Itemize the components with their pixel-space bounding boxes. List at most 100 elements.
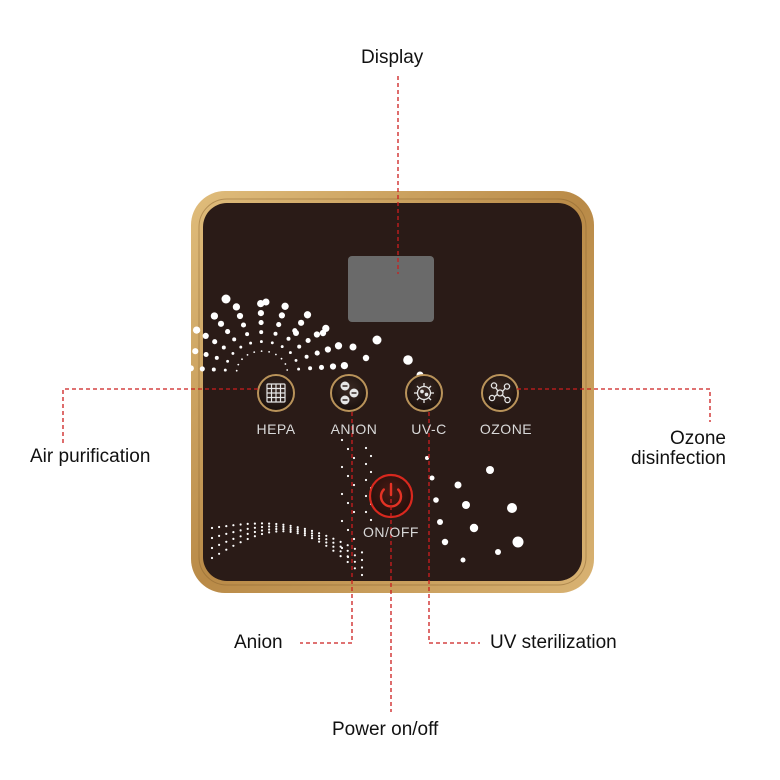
decor-dot (364, 494, 368, 498)
decor-dot (259, 340, 263, 344)
decor-dot (324, 346, 331, 353)
decor-dot (282, 523, 285, 526)
uv-c-button[interactable] (405, 374, 443, 412)
decor-dot (260, 532, 264, 536)
decor-dot (258, 320, 264, 326)
decor-dot (469, 523, 479, 533)
decor-dot (232, 531, 235, 534)
decor-dot (218, 534, 221, 538)
decor-dot (319, 329, 327, 337)
decor-dot (352, 537, 356, 541)
decor-dot (340, 519, 344, 523)
decor-dot (275, 353, 277, 356)
decor-dot (353, 554, 356, 557)
decor-dot (225, 540, 228, 543)
decor-dot (260, 529, 264, 532)
hepa-button[interactable] (257, 374, 295, 412)
callout-air-purification: Air purification (30, 446, 151, 467)
decor-dot (346, 549, 349, 552)
decor-dot (225, 548, 228, 551)
decor-dot (286, 369, 289, 371)
ozone-label: OZONE (479, 421, 533, 437)
decor-dot (353, 547, 356, 550)
ozone-button[interactable] (481, 374, 519, 412)
decor-dot (246, 537, 249, 541)
decor-dot (454, 481, 462, 489)
decor-dot (275, 527, 278, 531)
decor-dot (314, 350, 320, 356)
decor-dot (232, 537, 235, 541)
power-label: ON/OFF (363, 524, 419, 540)
decor-dot (268, 351, 270, 353)
decor-dot (429, 475, 435, 481)
decor-dot (353, 560, 356, 563)
decor-dot (282, 528, 285, 531)
decor-dot (304, 354, 309, 359)
decor-dot (364, 510, 368, 514)
decor-dot (221, 345, 226, 350)
decor-dot (260, 350, 263, 352)
decor-dot (360, 551, 364, 554)
decor-dot (232, 544, 235, 547)
decor-dot (441, 538, 449, 546)
decor-dot (340, 492, 344, 496)
decor-dot (289, 528, 292, 532)
decor-dot (332, 549, 335, 552)
decor-dot (202, 332, 209, 339)
decor-dot (245, 332, 250, 337)
decor-dot (232, 524, 235, 527)
decor-dot (260, 522, 264, 525)
decor-dot (268, 531, 271, 534)
callout-display: Display (361, 47, 424, 68)
decor-dot (239, 535, 242, 538)
decor-dot (360, 566, 364, 569)
decor-dot (425, 456, 429, 460)
decor-dot (403, 355, 413, 365)
decor-dot (289, 530, 292, 534)
decor-dot (199, 366, 205, 372)
decor-dot (221, 294, 231, 304)
decor-dot (249, 341, 253, 345)
decor-dot (280, 345, 284, 349)
decor-dot (253, 526, 256, 529)
decor-dot (225, 329, 231, 335)
decor-dot (310, 537, 314, 540)
decor-dot (437, 519, 443, 525)
decor-dot (329, 363, 337, 370)
decor-dot (332, 537, 335, 540)
decor-dot (257, 310, 264, 317)
decor-dot (346, 555, 350, 559)
decor-dot (187, 365, 194, 372)
decor-dot (240, 322, 247, 328)
decor-dot (303, 311, 312, 319)
decor-dot (360, 573, 364, 577)
decor-dot (260, 525, 264, 529)
virus-icon (414, 383, 434, 403)
decor-dot (236, 312, 244, 320)
grid-filter-icon (266, 383, 286, 403)
anion-button[interactable] (330, 374, 368, 412)
decor-dot (334, 342, 343, 350)
decor-dot (282, 530, 285, 533)
decor-dot (340, 361, 349, 370)
decor-dot (364, 462, 368, 466)
decor-dot (486, 466, 494, 474)
decor-dot (273, 331, 278, 336)
decor-dot (318, 364, 325, 370)
decor-dot (175, 364, 184, 372)
decor-dot (214, 355, 219, 360)
decor-dot (218, 525, 221, 529)
decor-dot (180, 344, 189, 352)
decor-dot (332, 545, 335, 548)
decor-dot (232, 337, 237, 342)
decor-dot (268, 525, 271, 528)
decor-dot (288, 351, 292, 355)
decor-dot (278, 312, 285, 319)
decor-dot (340, 438, 344, 442)
power-button[interactable] (368, 473, 414, 519)
decor-dot (239, 529, 242, 532)
decor-dot (325, 538, 328, 541)
decor-dot (308, 366, 313, 371)
decor-dot (211, 367, 216, 372)
decor-dot (237, 363, 240, 366)
